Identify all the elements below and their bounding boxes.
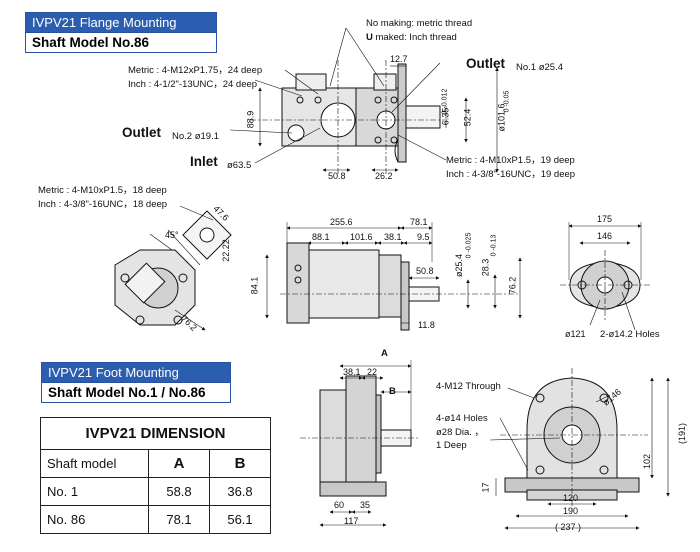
- table-header-shaft: Shaft model: [40, 449, 149, 478]
- dim-120: 120: [563, 493, 579, 503]
- dim-50-8b: 50.8: [416, 266, 434, 276]
- inlet-label: Inlet: [190, 154, 218, 169]
- dim-11-8: 11.8: [418, 320, 435, 330]
- flange-top-view: [229, 27, 499, 175]
- dim-38-1: 38.1: [384, 232, 402, 242]
- dim-52-4: 52.4: [462, 108, 473, 127]
- dim-28-3: 28.3: [480, 258, 491, 277]
- flange-title: IVPV21 Flange Mounting: [26, 13, 216, 32]
- dim-191: (191): [677, 422, 688, 445]
- note-u-maked: U maked: Inch thread: [366, 32, 457, 43]
- dim-88-1: 88.1: [312, 232, 330, 242]
- dim-38-1b: 38.1: [343, 367, 361, 377]
- dim-117: 117: [344, 516, 359, 526]
- dim-146: 146: [597, 231, 613, 241]
- dim-175: 175: [597, 214, 613, 224]
- note-inch-38-right: Inch : 4-3/8"-16UNC，19 deep: [446, 169, 576, 180]
- table-cell: No. 86: [40, 505, 149, 534]
- dim-60: 60: [334, 500, 345, 510]
- dim-78-1: 78.1: [410, 217, 428, 227]
- table-row: No. 86 78.1 56.1: [40, 505, 271, 534]
- dim-28-3-tol: 0 -0.13: [490, 234, 498, 257]
- flange-front-view: [114, 205, 232, 331]
- inlet-size: ø63.5: [227, 160, 252, 171]
- dim-17: 17: [480, 482, 491, 493]
- side-view: [265, 222, 522, 331]
- note-inch-12: Inch : 4-1/2"-13UNC，24 deep: [128, 79, 258, 90]
- outlet-1-size: No.1 ø25.4: [516, 62, 563, 73]
- end-view: [560, 222, 650, 331]
- foot-side-view: [300, 360, 420, 527]
- dim-101-6b: 101.6: [350, 232, 373, 242]
- dim-50-8a: 50.8: [328, 171, 346, 181]
- note-inch-thread: maked: Inch thread: [372, 32, 457, 43]
- note-4-14-holes: 4-ø14 Holes: [436, 413, 488, 424]
- u-mark: U: [366, 32, 373, 43]
- note-1-deep: 1 Deep: [436, 440, 467, 451]
- foot-header: IVPV21 Foot Mounting Shaft Model No.1 / …: [41, 362, 231, 403]
- note-inch-38-left: Inch : 4-3/8"-16UNC，18 deep: [38, 199, 168, 210]
- outlet-2-size: No.2 ø19.1: [172, 131, 219, 142]
- dim-255-6: 255.6: [330, 217, 353, 227]
- dim-237: ( 237 ): [555, 522, 582, 532]
- table-header-b: B: [209, 449, 271, 478]
- outlet-1-label: Outlet: [466, 56, 505, 71]
- dim-label-b: B: [389, 386, 396, 397]
- flange-subtitle: Shaft Model No.86: [26, 32, 216, 52]
- dim-121: ø121: [565, 329, 586, 339]
- note-metric-m10-left: Metric : 4-M10xP1.5，18 deep: [38, 185, 167, 196]
- dim-101-6-tol: 0 -0.05: [503, 90, 511, 113]
- dim-9-5: 9.5: [417, 232, 430, 242]
- dim-35: 35: [360, 500, 371, 510]
- table-cell: 78.1: [148, 505, 210, 534]
- dim-25-4-tol: 0 -0.025: [465, 232, 473, 259]
- table-cell: 36.8: [209, 477, 271, 506]
- dim-6-35-tol: 0 -0.012: [441, 88, 449, 115]
- foot-subtitle: Shaft Model No.1 / No.86: [42, 382, 230, 402]
- note-2-142-holes: 2-ø14.2 Holes: [600, 329, 660, 340]
- note-no-making: No making: metric thread: [366, 18, 473, 29]
- flange-header: IVPV21 Flange Mounting Shaft Model No.86: [25, 12, 217, 53]
- dim-45-deg: 45°: [165, 230, 179, 240]
- foot-front-view: [489, 368, 670, 530]
- dim-102: 102: [642, 453, 653, 470]
- note-4-m12-through: 4-M12 Through: [436, 381, 501, 392]
- dim-88-9: 88.9: [245, 110, 256, 129]
- foot-title: IVPV21 Foot Mounting: [42, 363, 230, 382]
- outlet-2-label: Outlet: [122, 125, 161, 140]
- dim-26-2: 26.2: [375, 171, 393, 181]
- note-metric-m12: Metric : 4-M12xP1.75，24 deep: [128, 65, 263, 76]
- dim-22: 22: [367, 367, 378, 377]
- dim-label-a: A: [381, 348, 388, 359]
- dim-12-7: 12.7: [390, 54, 408, 64]
- dim-190: 190: [563, 506, 579, 516]
- dim-22-22: 22.22: [220, 239, 231, 262]
- dim-84-1: 84.1: [249, 276, 260, 295]
- note-metric-m10-right: Metric : 4-M10xP1.5，19 deep: [446, 155, 575, 166]
- dimension-table: IVPV21 DIMENSION Shaft model A B No. 1 5…: [40, 417, 271, 534]
- dim-76-2b: 76.2: [507, 276, 518, 295]
- note-28-dia: ø28 Dia. ，: [436, 427, 485, 438]
- table-cell: 56.1: [209, 505, 271, 534]
